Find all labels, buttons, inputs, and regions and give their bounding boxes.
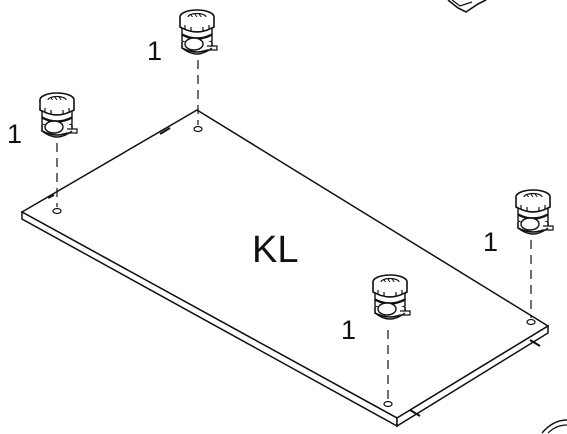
partial-fitting-bottom-right-icon — [541, 419, 567, 434]
cam-fitting-icon — [515, 189, 554, 235]
panel-board — [20, 109, 550, 428]
guide-lines — [56, 60, 532, 400]
hole-top — [193, 125, 203, 133]
quantity-label-top: 1 — [147, 36, 163, 66]
partial-part-top-right — [447, 0, 487, 13]
cam-fitting-icon — [179, 9, 218, 55]
cam-fitting-icon — [372, 274, 411, 320]
quantity-label-left: 1 — [7, 119, 23, 149]
hole-bottom — [383, 400, 393, 408]
quantity-label-right: 1 — [483, 227, 499, 257]
hole-left — [52, 207, 62, 215]
panel-label: KL — [252, 229, 299, 271]
quantity-label-bottom: 1 — [341, 315, 357, 345]
hole-right — [526, 318, 536, 326]
panel-holes — [52, 125, 536, 408]
cam-fitting-icon — [39, 92, 78, 138]
